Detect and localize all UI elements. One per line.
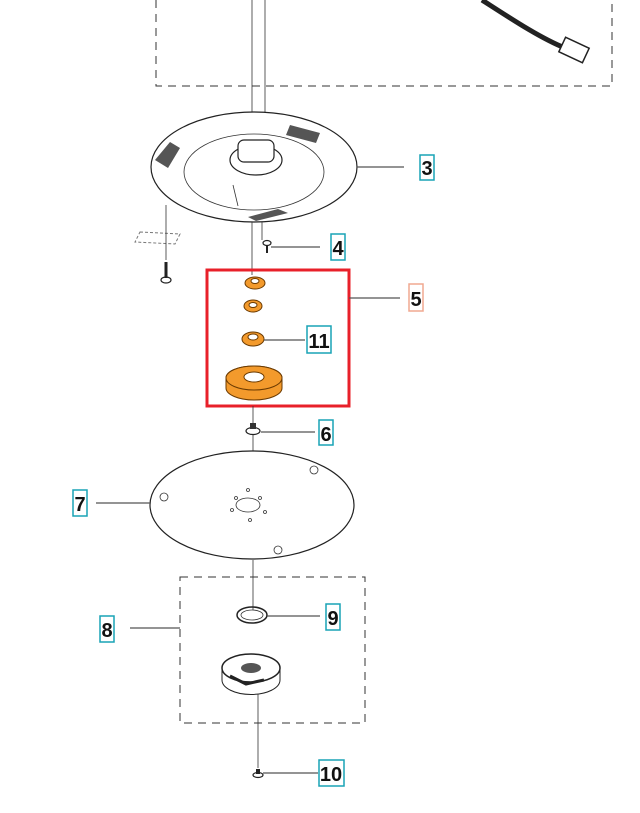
callout-8[interactable]: 8 xyxy=(99,615,115,643)
callout-3[interactable]: 3 xyxy=(419,154,435,181)
part-3-cover-disc xyxy=(150,111,358,223)
part-8-hub xyxy=(221,653,281,695)
callout-11[interactable]: 11 xyxy=(306,325,332,354)
callout-label: 5 xyxy=(410,289,421,311)
callout-label: 8 xyxy=(101,620,112,642)
callout-10[interactable]: 10 xyxy=(318,759,345,787)
callout-label: 10 xyxy=(320,764,342,786)
callout-9[interactable]: 9 xyxy=(325,603,341,631)
callout-label: 7 xyxy=(74,494,85,516)
callout-label: 11 xyxy=(308,331,329,353)
callout-6[interactable]: 6 xyxy=(318,419,334,446)
cable-harness xyxy=(480,0,591,64)
callout-label: 6 xyxy=(320,424,331,446)
part-5-hub-assembly xyxy=(225,276,283,401)
group-box-part-8 xyxy=(179,576,366,724)
part-6-screw xyxy=(245,423,261,436)
cable-kit-group-box xyxy=(155,0,613,87)
screw xyxy=(160,262,172,284)
part-9-o-ring xyxy=(236,606,268,624)
part-4-screw xyxy=(262,239,272,253)
callout-7[interactable]: 7 xyxy=(72,489,88,517)
part-10-screw xyxy=(252,769,264,779)
callout-label: 4 xyxy=(332,238,344,260)
highlight-box-part-5 xyxy=(205,268,351,408)
label-sticker xyxy=(134,231,181,245)
part-7-cutting-plate xyxy=(149,450,355,560)
callout-5[interactable]: 5 xyxy=(408,283,424,312)
callout-label: 9 xyxy=(327,608,338,630)
callout-label: 3 xyxy=(421,158,432,180)
callout-4[interactable]: 4 xyxy=(330,233,346,261)
